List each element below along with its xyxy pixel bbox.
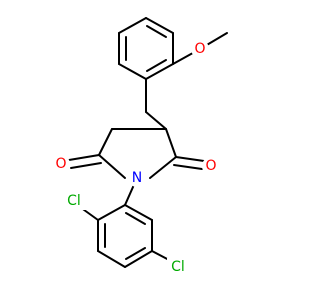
bond — [175, 156, 205, 162]
atom-label: Cl — [171, 259, 185, 275]
chlorine-ortho: Cl — [64, 192, 86, 210]
bond — [149, 156, 177, 179]
atom-label: O — [194, 41, 205, 57]
atom-label: O — [55, 156, 66, 172]
bond — [118, 63, 147, 80]
carbonyl-oxygen-left: O — [52, 155, 70, 173]
bond — [146, 25, 167, 38]
bond — [125, 212, 146, 225]
bond — [118, 17, 147, 34]
bond — [146, 59, 167, 72]
atom-label: Cl — [67, 193, 81, 209]
bond — [97, 204, 126, 221]
atom-label: N — [132, 170, 142, 186]
bond — [98, 154, 126, 179]
bond — [145, 111, 167, 130]
bond — [165, 128, 177, 158]
bond — [145, 63, 174, 80]
atom-label: O — [205, 158, 216, 174]
bond-lines — [68, 17, 228, 268]
bond — [125, 247, 146, 260]
bond — [145, 17, 174, 34]
bond — [124, 250, 153, 268]
chlorine-meta: Cl — [167, 258, 189, 276]
methoxy-oxygen: O — [191, 40, 209, 58]
bond — [124, 204, 153, 221]
carbonyl-oxygen-right: O — [202, 157, 220, 175]
molecule-structure: O O O N Cl Cl — [52, 17, 228, 276]
atom-labels: O O O N Cl Cl — [52, 40, 220, 276]
bond — [98, 128, 113, 156]
bond — [173, 164, 203, 170]
bond — [68, 154, 100, 161]
bond — [70, 162, 102, 169]
imide-nitrogen: N — [128, 169, 146, 187]
bond — [97, 250, 126, 268]
